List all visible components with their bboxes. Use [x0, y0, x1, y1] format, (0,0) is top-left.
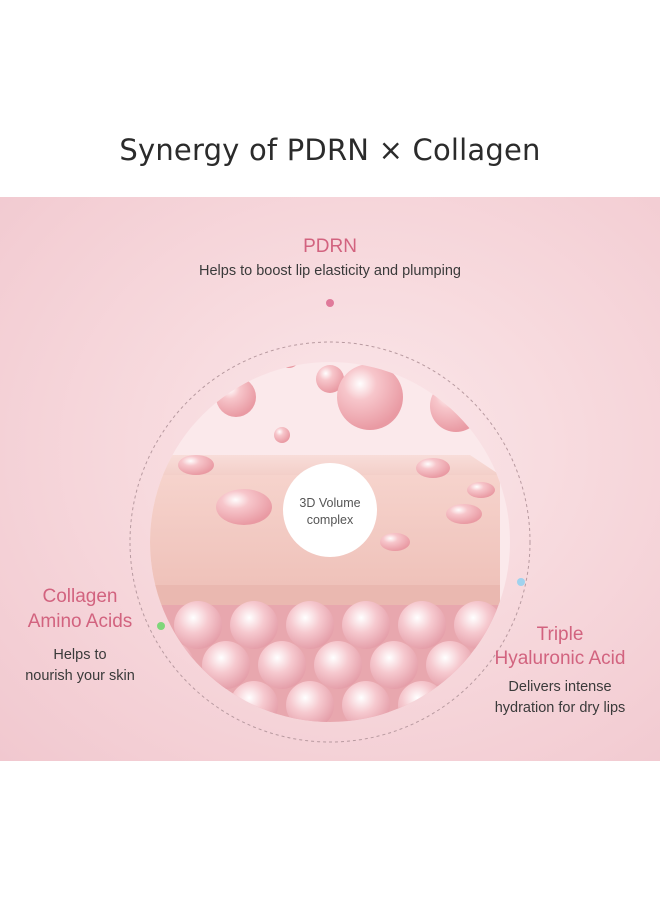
skin-bubble — [467, 482, 495, 498]
skin-bubble — [446, 504, 482, 524]
center-label-line1: 3D Volume — [299, 496, 361, 510]
hyaluronic-desc-line1: Delivers intense — [508, 679, 612, 695]
bubble — [355, 304, 387, 336]
collagen-desc-line2: nourish your skin — [25, 668, 135, 684]
bottom-whitespace — [0, 761, 660, 900]
infographic-panel: PDRN Helps to boost lip elasticity and p… — [0, 197, 660, 761]
hyaluronic-heading-line1: Triple — [536, 624, 584, 645]
skin-bubble — [380, 533, 410, 551]
skin-edge — [150, 585, 500, 605]
collagen-desc-line1: Helps to — [53, 647, 107, 663]
pdrn-heading: PDRN — [303, 236, 357, 257]
skin-bubble — [216, 489, 272, 525]
bubble — [274, 427, 290, 443]
orbit-ring — [129, 341, 531, 743]
center-label-line2: complex — [306, 513, 354, 527]
hyaluronic-heading-line2: Hyaluronic Acid — [494, 648, 626, 669]
bubble — [337, 364, 403, 430]
pdrn-dot — [326, 299, 334, 307]
collagen-dot — [157, 622, 165, 630]
center-label-circle — [283, 463, 377, 557]
bubble — [316, 365, 344, 393]
hyaluronic-desc-line2: hydration for dry lips — [494, 700, 626, 716]
bubble — [405, 337, 429, 361]
illustration — [129, 299, 531, 743]
hyaluronic-dot — [517, 578, 525, 586]
pdrn-description: Helps to boost lip elasticity and plumpi… — [199, 263, 461, 279]
bubble — [216, 377, 256, 417]
page-title: Synergy of PDRN × Collagen — [119, 133, 541, 167]
skin-bubble — [416, 458, 450, 478]
collagen-heading-line1: Collagen — [42, 586, 118, 607]
bubble — [279, 362, 299, 368]
bubble — [430, 380, 482, 432]
skin-bubble — [178, 455, 214, 475]
collagen-heading-line2: Amino Acids — [27, 611, 133, 632]
bubble — [182, 390, 196, 404]
